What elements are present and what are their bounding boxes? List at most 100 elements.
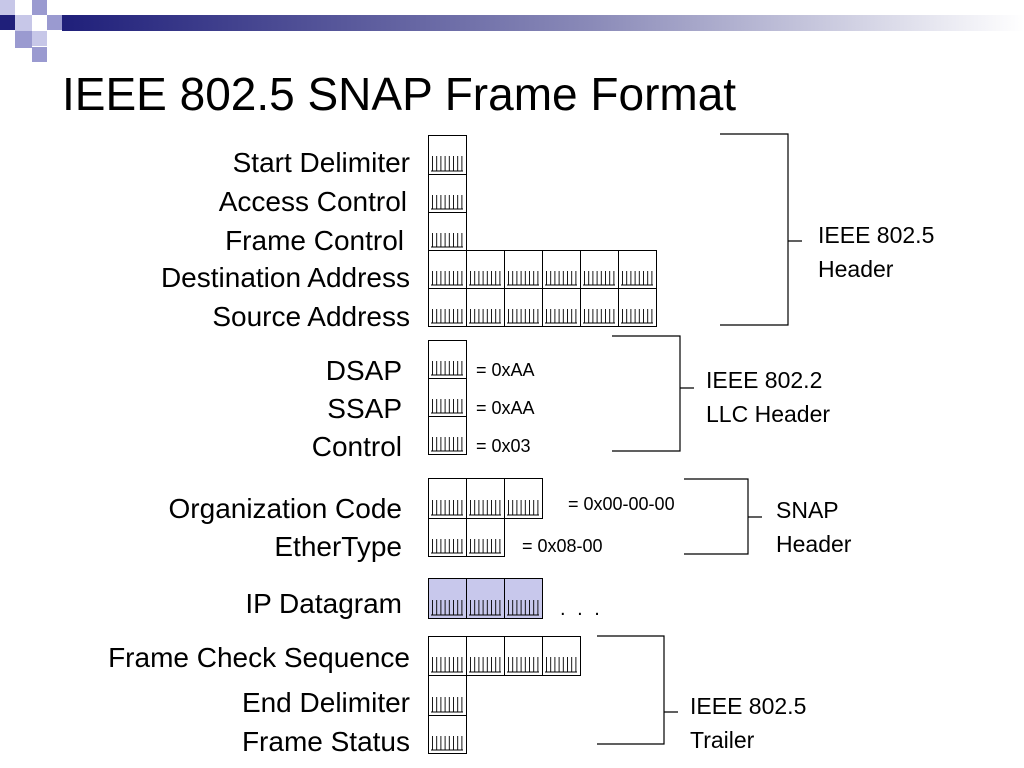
- bit-marks: [545, 309, 577, 324]
- field-label-ip-datagram: IP Datagram: [245, 588, 402, 619]
- group-label-line: SNAP: [776, 497, 839, 523]
- bit-marks: [431, 361, 463, 376]
- byte-cell: [466, 578, 505, 619]
- decor-square: [15, 0, 32, 17]
- bit-marks: [507, 657, 539, 673]
- decor-square: [32, 47, 47, 62]
- bit-marks: [545, 271, 577, 286]
- byte-cell: [504, 478, 543, 519]
- bit-marks: [545, 657, 577, 673]
- value-dsap: = 0xAA: [476, 360, 535, 380]
- byte-cell: [618, 288, 657, 327]
- byte-cell: [428, 578, 467, 619]
- bit-marks: [469, 500, 501, 516]
- byte-cell: [466, 636, 505, 676]
- field-label-control: Control: [311, 431, 402, 462]
- bit-marks: [431, 437, 463, 452]
- byte-cell: [428, 250, 467, 289]
- bit-marks: [431, 271, 463, 286]
- bit-marks: [431, 233, 463, 248]
- field-label-ssap: SSAP: [327, 393, 402, 424]
- byte-cell: [618, 250, 657, 289]
- decor-square: [0, 0, 15, 15]
- byte-cell: [580, 250, 619, 289]
- byte-cell: [428, 715, 467, 754]
- decor-square: [32, 0, 47, 15]
- group-label-line: Trailer: [690, 727, 755, 753]
- group-label-llc-header: IEEE 802.2 LLC Header: [706, 363, 830, 431]
- decor-square: [0, 15, 15, 30]
- group-label-line: IEEE 802.5: [690, 693, 807, 719]
- byte-cell: [504, 636, 543, 676]
- byte-cell: [542, 288, 581, 327]
- group-label-line: LLC Header: [706, 401, 831, 427]
- bit-marks: [507, 271, 539, 286]
- bit-marks: [431, 309, 463, 324]
- bit-marks: [431, 156, 463, 172]
- field-label-frame-check-sequence: Frame Check Sequence: [108, 642, 410, 673]
- bit-marks: [507, 309, 539, 324]
- decor-square: [47, 31, 62, 46]
- decor-square: [47, 15, 62, 30]
- title-gradient-band: [62, 15, 1024, 31]
- bit-marks: [469, 539, 501, 554]
- bit-marks: [621, 309, 653, 324]
- bit-marks: [431, 736, 463, 751]
- group-label-ieee-802-5-header: IEEE 802.5 Header: [818, 218, 934, 286]
- bit-marks: [431, 697, 463, 713]
- bit-marks: [469, 657, 501, 673]
- byte-cell: [428, 340, 467, 379]
- value-ssap: = 0xAA: [476, 398, 535, 418]
- value-control: = 0x03: [476, 436, 531, 456]
- byte-cell: [428, 518, 467, 557]
- value-organization-code: = 0x00-00-00: [568, 494, 675, 514]
- group-bracket: [684, 478, 762, 555]
- bit-marks: [431, 657, 463, 673]
- byte-cell: [504, 288, 543, 327]
- group-label-line: IEEE 802.2: [706, 367, 823, 393]
- slide-title: IEEE 802.5 SNAP Frame Format: [62, 68, 737, 120]
- byte-cell: [428, 378, 467, 417]
- field-label-destination-address: Destination Address: [160, 262, 410, 293]
- field-label-ethertype: EtherType: [274, 531, 402, 562]
- decor-square: [32, 31, 47, 46]
- bit-marks: [507, 500, 539, 516]
- group-label-line: IEEE 802.5: [818, 222, 935, 248]
- byte-cell: [504, 578, 543, 619]
- bit-marks: [469, 309, 501, 324]
- field-label-organization-code: Organization Code: [168, 493, 402, 524]
- bit-marks: [431, 195, 463, 210]
- byte-cell: [428, 478, 467, 519]
- group-bracket: [720, 133, 802, 326]
- group-label-snap-header: SNAP Header: [776, 493, 851, 561]
- byte-cell: [428, 135, 467, 175]
- field-label-frame-status: Frame Status: [241, 726, 410, 757]
- byte-cell: [428, 212, 467, 251]
- bit-marks: [583, 271, 615, 286]
- field-label-start-delimiter: Start Delimiter: [232, 147, 410, 178]
- ip-datagram-continuation: . . .: [560, 598, 603, 620]
- group-label-ieee-802-5-trailer: IEEE 802.5 Trailer: [690, 689, 806, 757]
- group-bracket: [597, 635, 678, 745]
- byte-cell: [542, 636, 581, 676]
- byte-cell: [466, 518, 505, 557]
- group-label-line: Header: [818, 256, 894, 282]
- bit-marks: [583, 309, 615, 324]
- byte-cell: [428, 636, 467, 676]
- byte-cell: [504, 250, 543, 289]
- field-label-end-delimiter: End Delimiter: [241, 687, 410, 718]
- byte-cell: [466, 250, 505, 289]
- byte-cell: [580, 288, 619, 327]
- bit-marks: [621, 271, 653, 286]
- bit-marks: [431, 600, 463, 616]
- decor-square: [15, 15, 32, 32]
- byte-cell: [428, 416, 467, 455]
- value-ethertype: = 0x08-00: [522, 536, 603, 556]
- byte-cell: [542, 250, 581, 289]
- byte-cell: [428, 288, 467, 327]
- bit-marks: [469, 271, 501, 286]
- group-bracket: [612, 335, 694, 452]
